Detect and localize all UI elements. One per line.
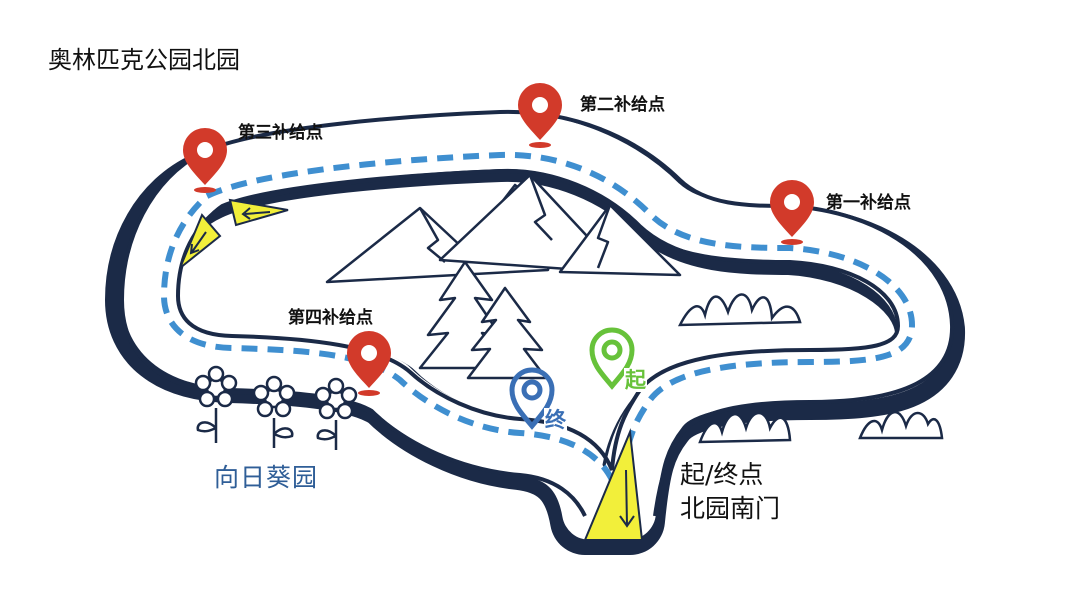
sunflower-icon: [194, 365, 358, 450]
road-inner-edge: [175, 168, 901, 471]
map-pin-icon: [183, 128, 227, 193]
direction-arrow-icon: [228, 198, 289, 227]
start-badge: 起: [624, 368, 647, 392]
finish-marker-icon: [509, 367, 555, 430]
road-outer-edge: [202, 109, 955, 517]
sunflower-garden-label: 向日葵园: [214, 463, 319, 492]
start-finish-labels: 起/终点 北园南门: [680, 458, 780, 526]
map-pin-icon: [347, 331, 391, 396]
pine-tree-icon: [418, 260, 548, 380]
supply-point-second-label: 第二补给点: [580, 95, 665, 115]
grass-tuft-icon: [677, 293, 944, 444]
map-pin-icon: [518, 83, 562, 148]
start-marker-icon: [589, 327, 635, 390]
map-title: 奥林匹克公园北园: [48, 46, 240, 74]
mountain-icon: [325, 173, 682, 284]
direction-arrow-icon: [583, 428, 644, 541]
road-surface: [122, 112, 953, 540]
supply-point-fourth-label: 第四补给点: [288, 308, 373, 328]
supply-point-third-label: 第三补给点: [238, 123, 323, 143]
finish-badge: 终: [544, 408, 567, 432]
start-finish-label: 起/终点: [680, 460, 764, 489]
direction-arrow-icon: [179, 213, 222, 269]
gate-label: 北园南门: [680, 494, 781, 523]
map-pin-icon: [770, 180, 814, 245]
supply-point-first-label: 第一补给点: [826, 193, 911, 213]
